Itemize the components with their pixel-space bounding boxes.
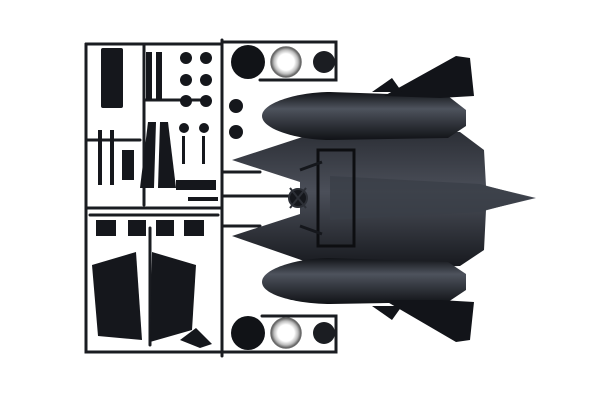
part-hub-2: [199, 123, 209, 133]
nacelle-bottom: [262, 258, 466, 304]
nacelle-top: [262, 92, 466, 140]
fuselage-highlight: [330, 176, 532, 220]
sprue-frame: [84, 38, 338, 358]
part-intake-cone-bottom: [231, 316, 265, 350]
part-rod-2: [202, 136, 205, 164]
part-wheel-1: [180, 52, 192, 64]
panel-lower-left: [92, 220, 212, 348]
part-leg-2: [110, 130, 114, 185]
part-rod-1: [182, 136, 185, 164]
part-leg-3: [122, 150, 134, 180]
part-wheel-6: [200, 95, 212, 107]
panel-upper-left: [98, 48, 218, 201]
part-vane-2: [158, 122, 176, 188]
part-wheel-4: [200, 74, 212, 86]
part-fin-left: [92, 252, 142, 340]
part-tab-1: [96, 220, 116, 236]
part-wheel-5: [180, 95, 192, 107]
part-intake-cone-top: [231, 45, 265, 79]
part-tab-4: [184, 220, 204, 236]
part-small-bits: [180, 328, 212, 348]
aircraft-body: [232, 56, 536, 342]
tail-fin-bottom-root: [372, 306, 402, 320]
part-hub-1: [179, 123, 189, 133]
part-strut-b: [156, 52, 162, 100]
part-gates: [299, 160, 323, 236]
part-disc-2: [229, 125, 243, 139]
part-disc-1: [229, 99, 243, 113]
part-nozzle-top: [313, 51, 335, 73]
part-wheel-2: [200, 52, 212, 64]
part-bar: [188, 197, 218, 201]
part-tab-3: [156, 220, 174, 236]
part-chrome-ring-bottom-hole: [278, 325, 294, 341]
part-tab-2: [128, 220, 146, 236]
part-fin-right: [150, 252, 196, 342]
engine-parts: [229, 45, 335, 350]
part-block: [176, 180, 216, 190]
part-vane-1: [140, 122, 156, 188]
part-chrome-ring-top-hole: [278, 54, 294, 70]
tail-fin-top-root: [372, 78, 402, 92]
gear-bay: [316, 148, 356, 248]
tail-fin-top: [384, 56, 474, 98]
nose-gear-spokes: [289, 187, 307, 209]
part-wheel-3: [180, 74, 192, 86]
tail-fin-bottom: [384, 300, 474, 342]
part-bay-door: [101, 48, 123, 108]
part-nozzle-bottom: [313, 322, 335, 344]
part-strut-a: [146, 52, 152, 100]
part-leg-1: [98, 130, 102, 185]
